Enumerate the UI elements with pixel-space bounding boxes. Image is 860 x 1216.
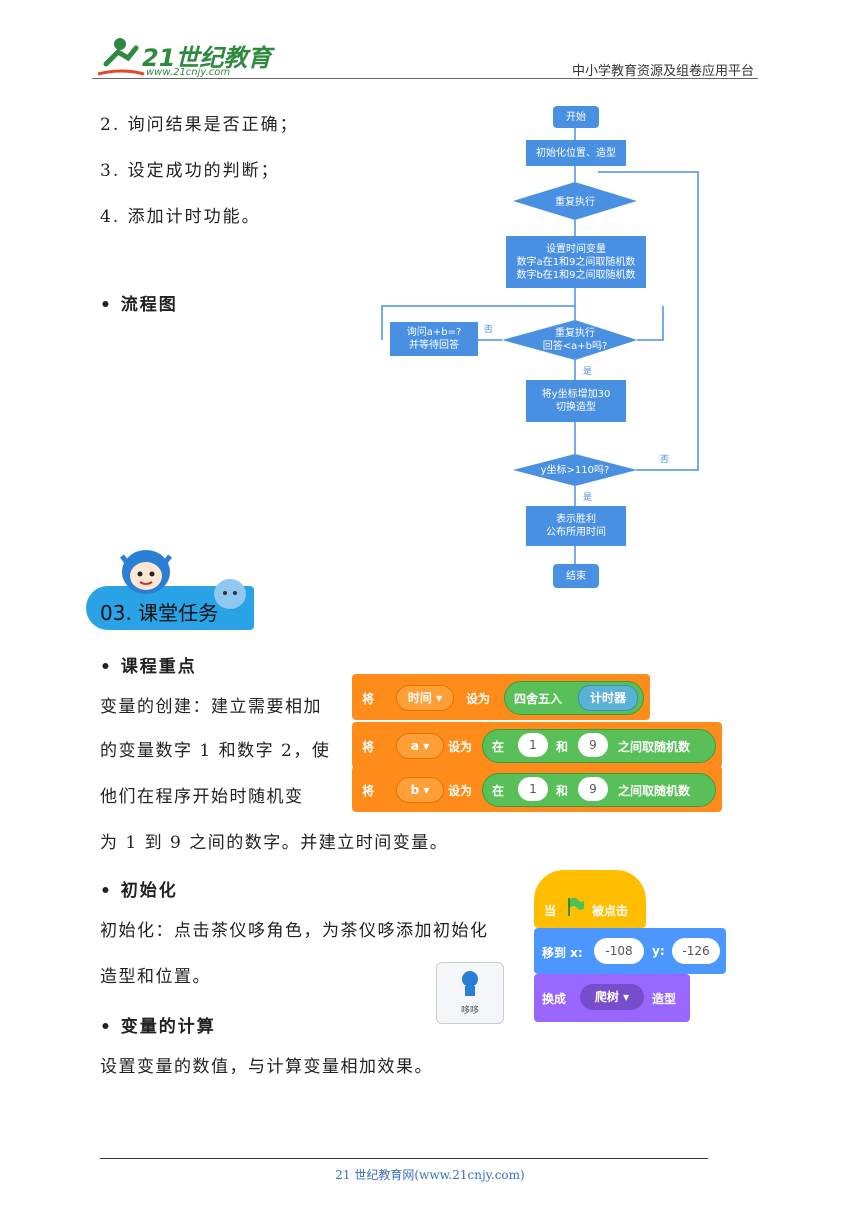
init-line-1: 初始化：点击茶仪哆角色，为茶仪哆添加初始化	[100, 921, 489, 941]
step-4: 4. 添加计时功能。	[100, 207, 261, 227]
flow-end: 结束	[553, 564, 599, 588]
init-heading: • 初始化	[100, 881, 178, 901]
switch-label: 换成	[542, 992, 567, 1006]
when-label: 当	[544, 904, 557, 918]
y-label: y:	[652, 944, 665, 958]
logo-text: 21世纪教育	[142, 44, 272, 72]
footer-text: 21 世纪教育网(www.21cnjy.com)	[335, 1168, 525, 1182]
to-label: 设为	[466, 692, 491, 706]
flow-start: 开始	[553, 106, 599, 128]
random-label: 之间取随机数	[618, 784, 691, 798]
loop-until-diamond-shape	[502, 320, 637, 360]
clicked-label: 被点击	[592, 904, 629, 918]
costume-suffix-label: 造型	[652, 992, 677, 1006]
set-label: 将	[362, 692, 375, 706]
to-label: 设为	[448, 740, 473, 754]
key-points-line-2: 的变量数字 1 和数字 2，使	[100, 741, 331, 761]
goto-label: 移到 x:	[542, 946, 583, 960]
set-label: 将	[362, 740, 375, 754]
green-flag-icon[interactable]	[566, 896, 586, 918]
time-var-dropdown[interactable]: 时间 ▾	[396, 685, 454, 711]
when-flag-hat-block	[534, 870, 646, 928]
calc-heading: • 变量的计算	[100, 1017, 216, 1037]
flow-label-no-2: 否	[660, 455, 670, 465]
y-input[interactable]: -126	[672, 938, 720, 964]
flow-setvars: 设置时间变量 数字a在1和9之间取随机数 数字b在1和9之间取随机数	[506, 236, 646, 288]
and-label: 和	[556, 740, 569, 754]
sprite-icon	[462, 971, 478, 996]
flow-loop-until: 重复执行 回答<a+b吗?	[542, 328, 608, 352]
round-label: 四舍五入	[514, 692, 563, 706]
flow-move: 将y坐标增加30 切换造型	[526, 380, 626, 422]
at-label: 在	[492, 740, 505, 754]
a-max-input[interactable]: 9	[578, 733, 608, 757]
flow-label-yes: 是	[583, 367, 593, 377]
calc-line: 设置变量的数值，与计算变量相加效果。	[100, 1057, 433, 1077]
step-3: 3. 设定成功的判断；	[100, 161, 280, 181]
random-label: 之间取随机数	[618, 740, 691, 754]
at-label: 在	[492, 784, 505, 798]
flow-check: y坐标>110吗?	[540, 464, 610, 476]
flowchart-connectors	[381, 128, 699, 564]
key-points-heading: • 课程重点	[100, 657, 197, 677]
b-min-input[interactable]: 1	[518, 777, 548, 801]
a-var-dropdown[interactable]: a ▾	[396, 733, 444, 759]
sprite-name: 哆哆	[460, 1006, 479, 1016]
flow-label-yes-2: 是	[583, 493, 593, 503]
flowchart: 开始 初始化位置、造型 重复执行 设置时间变量 数字a在1和9之间取随机数 数字…	[378, 100, 708, 595]
to-label: 设为	[448, 784, 473, 798]
b-var-dropdown[interactable]: b ▾	[396, 777, 444, 803]
runner-logo-icon	[97, 38, 145, 76]
logo-url: www.21cnjy.com	[146, 67, 231, 78]
section-title: 03. 课堂任务	[100, 601, 219, 625]
and-label: 和	[556, 784, 569, 798]
key-points-line-3: 他们在程序开始时随机变	[100, 787, 304, 807]
check-diamond-shape	[513, 454, 637, 486]
key-points-tail: 为 1 到 9 之间的数字。并建立时间变量。	[100, 833, 449, 853]
header-divider	[92, 78, 758, 79]
timer-reporter[interactable]: 计时器	[578, 685, 638, 711]
init-blocks: 当 被点击 移到 x: -108 y: -126 换成 爬树 ▾ 造型	[534, 870, 730, 1026]
loop-diamond-shape	[513, 182, 637, 220]
mascot-icon	[120, 550, 172, 594]
flow-init: 初始化位置、造型	[526, 140, 626, 166]
x-input[interactable]: -108	[594, 938, 644, 964]
variable-blocks: 将 时间 ▾ 设为 四舍五入 计时器 将 a ▾ 设为 在 1 和 9 之间取随…	[352, 672, 724, 812]
flow-label-no: 否	[484, 325, 494, 335]
footer-divider	[100, 1158, 708, 1159]
costume-dropdown[interactable]: 爬树 ▾	[580, 984, 644, 1010]
flow-ask: 询问a+b=? 并等待回答	[390, 322, 478, 356]
init-line-2: 造型和位置。	[100, 967, 211, 987]
flow-loop: 重复执行	[555, 196, 595, 208]
key-points-line-1: 变量的创建：建立需要相加	[100, 697, 322, 717]
step-2: 2. 询问结果是否正确；	[100, 115, 299, 135]
site-logo: 21世纪教育 www.21cnjy.com	[92, 34, 282, 80]
header-platform-text: 中小学教育资源及组卷应用平台	[571, 64, 754, 79]
set-label: 将	[362, 784, 375, 798]
flowchart-heading: • 流程图	[100, 295, 178, 315]
flow-win: 表示胜利 公布所用时间	[526, 506, 626, 546]
b-max-input[interactable]: 9	[578, 777, 608, 801]
mascot-small-icon	[214, 579, 246, 609]
a-min-input[interactable]: 1	[518, 733, 548, 757]
sprite-thumbnail[interactable]: 哆哆	[436, 962, 504, 1024]
